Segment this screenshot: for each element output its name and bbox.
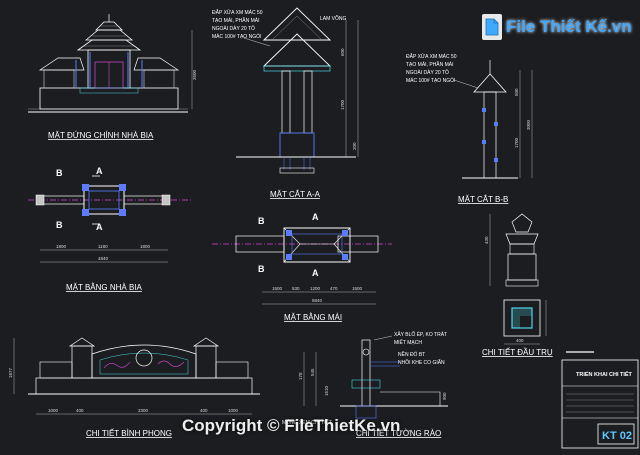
fence-dim-1: 178	[298, 372, 303, 380]
section-aa-view: 600 1700 200 ĐẮP XỬA XM MÁC 50 TẠO MÁI, …	[212, 7, 359, 199]
fence-note-4: NHỒI KHE CO GIÃN	[398, 359, 445, 366]
watermark-logo-text: File Thiết Kế.vn	[506, 17, 632, 36]
screen-wall-height: 1677	[8, 367, 13, 378]
section-bb-dim-1: 500	[514, 88, 519, 96]
title-block: TRIỂN KHAI CHI TIẾT KT 02	[561, 351, 639, 449]
section-aa-note-4: MÁC 100# TẠO NGÓI	[212, 33, 261, 40]
elevation-label: MẶT ĐỨNG CHÍNH NHÀ BIA	[48, 131, 154, 140]
svg-text:3500: 3500	[192, 69, 197, 80]
section-bb-note-1: ĐẮP XỬA XM MÁC 50	[406, 52, 457, 60]
section-bb-dim-2: 1700	[514, 137, 519, 148]
fence-dim-2: 545	[310, 368, 315, 376]
watermark-logo: File Thiết Kế.vn	[482, 14, 632, 40]
roof-plan-dim-4: 470	[330, 286, 338, 291]
fence-wall-label: CHI TIẾT TƯỜNG RÀO	[356, 428, 441, 438]
fence-note-2: MIẾT MẠCH	[394, 339, 422, 346]
plan-dim-2: 1180	[98, 244, 108, 249]
roof-plan-dim-1: 1500	[272, 286, 283, 291]
section-aa-label: MẶT CẮT A-A	[270, 190, 321, 199]
fence-wall-detail: 178 545 1510 900 XÂY BLỐ ÉP, KO TRÁT MIẾ…	[282, 331, 448, 438]
plan-label: MẶT BẰNG NHÀ BIA	[66, 283, 143, 292]
roof-plan-mark-b-top: B	[258, 216, 265, 226]
plan-dim-total: 4840	[98, 256, 109, 261]
roof-plan-label: MẶT BẰNG MÁI	[284, 313, 342, 322]
section-bb-note-2: TẠO MÁI, PHẦN MÁI	[406, 61, 454, 68]
screen-wall-dim-5: 1000	[228, 408, 239, 413]
roof-plan-dim-5: 1500	[352, 286, 363, 291]
section-bb-note-3: NGOÀI DÀY 20 TÔ	[406, 69, 449, 76]
plan-dim-3: 1800	[140, 244, 151, 249]
roof-plan-dim-3: 1200	[310, 286, 321, 291]
section-aa-note-1: ĐẮP XỬA XM MÁC 50	[212, 8, 263, 16]
fence-dim-4: 900	[442, 392, 447, 400]
fence-base-note: MÓNG XEM CHI TIẾT	[282, 419, 332, 426]
roof-plan-mark-b-bottom: B	[258, 264, 265, 274]
plan-dim-1: 1800	[56, 244, 67, 249]
section-bb-label: MẶT CẮT B-B	[458, 195, 508, 204]
column-detail-label: CHI TIẾT ĐẦU TRỤ	[482, 347, 553, 357]
screen-wall-detail: 1677 1000 400 2300 400 1000 CHI TIẾT BÌN…	[8, 337, 260, 438]
roof-plan-dim-2: 530	[292, 286, 300, 291]
roof-plan-mark-a-top: A	[312, 212, 319, 222]
column-head-detail: 430 400 CHI TIẾT ĐẦU TRỤ	[482, 213, 553, 357]
section-aa-note-3: NGOÀI DÀY 20 TÔ	[212, 25, 255, 32]
title-block-drawing-title: TRIỂN KHAI CHI TIẾT	[576, 371, 633, 378]
file-icon	[482, 14, 502, 40]
plan-mark-b-top: B	[56, 168, 63, 178]
elevation-view: 3500 MẶT ĐỨNG CHÍNH NHÀ BIA	[28, 14, 197, 140]
section-aa-note-2: TẠO MÁI, PHẦN MÁI	[212, 17, 260, 24]
section-aa-dim-1: 600	[340, 48, 345, 56]
watermark-copyright: Copyright © FileThietKe.vn	[182, 416, 401, 435]
column-dim-height: 430	[484, 236, 489, 244]
fence-dim-3: 1510	[324, 385, 329, 396]
roof-plan-view: B A B A 1500 530 1200 470 1500 5840 MẶT …	[212, 212, 392, 322]
section-bb-dim-3: 3000	[526, 119, 531, 130]
screen-wall-dim-1: 1000	[48, 408, 59, 413]
screen-wall-dim-2: 400	[76, 408, 84, 413]
section-aa-dim-3: 200	[352, 142, 357, 150]
screen-wall-dim-4: 400	[200, 408, 208, 413]
column-dim-width: 400	[516, 338, 524, 343]
fence-note-1: XÂY BLỐ ÉP, KO TRÁT	[394, 331, 447, 338]
screen-wall-label: CHI TIẾT BÌNH PHONG	[86, 428, 172, 438]
section-aa-roof-tile: LAM VÕNG	[320, 15, 347, 22]
section-bb-note-4: MÁC 100# TẠO NGÓI	[406, 77, 455, 84]
screen-wall-dim-3: 2300	[138, 408, 149, 413]
roof-plan-mark-a-bottom: A	[312, 268, 319, 278]
plan-mark-a-bottom: A	[96, 222, 103, 232]
roof-plan-dim-total: 5840	[312, 298, 323, 303]
section-bb-view: 500 1700 3000 ĐẮP XỬA XM MÁC 50 TẠO MÁI,…	[406, 52, 533, 204]
plan-mark-a-top: A	[96, 166, 103, 176]
plan-mark-b-bottom: B	[56, 220, 63, 230]
plan-view: B A B A 1800 1180 1800 4840 MẶT BẰNG NHÀ…	[28, 166, 192, 292]
fence-note-3: NỀN ĐỔ BT	[398, 351, 425, 358]
section-aa-dim-2: 1700	[340, 99, 345, 110]
title-block-sheet: KT 02	[602, 430, 632, 442]
